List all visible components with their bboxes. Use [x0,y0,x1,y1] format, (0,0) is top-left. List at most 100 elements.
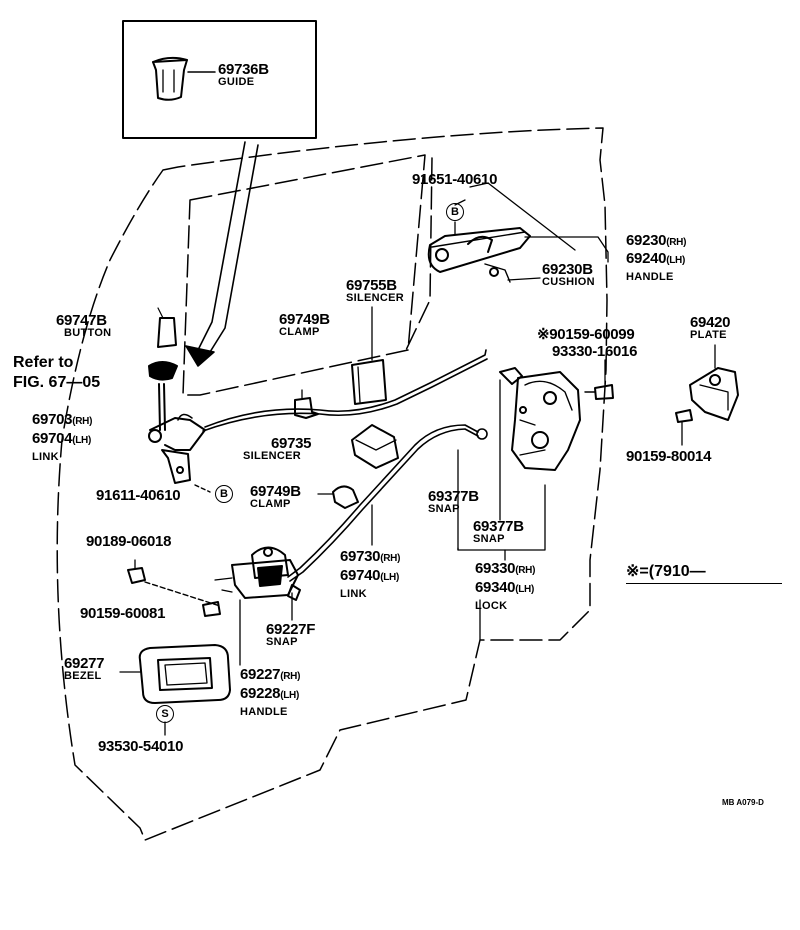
refer-label: Refer to FIG. 67—05 [13,353,100,393]
lock-rh-number: 69330 [475,560,516,577]
screw-s-mark: S [156,705,174,723]
link-long-label: 69730(RH) 69740(LH) LINK [340,548,400,603]
striker-plate-icon [675,344,739,446]
silencer-a-label: 69755B SILENCER [346,278,404,304]
lock-name: LOCK [475,600,508,612]
clamp-a-name: CLAMP [279,326,320,338]
inside-handle-lh-tag: (LH) [280,690,300,701]
snap-b-label: 69377B SNAP [473,519,524,545]
diagram-code: MB A079-D [722,798,764,807]
snap-b-name: SNAP [473,533,505,545]
inset-arrow [185,141,259,367]
refer-line-1: Refer to [13,354,74,371]
snap-f-name: SNAP [266,636,298,648]
inside-handle-icon [231,546,301,666]
inside-handle-label: 69227(RH) 69228(LH) HANDLE [240,666,300,721]
refer-line-2: FIG. 67—05 [13,374,101,391]
inside-handle-name: HANDLE [240,706,288,718]
bezel-label: 69277 BEZEL [64,655,105,682]
bezel-name: BEZEL [64,670,102,682]
lock-label: 69330(RH) 69340(LH) LOCK [475,560,535,615]
silencer-b-label: 69735 SILENCER [243,435,312,462]
snap-f-number: 69227F [266,621,316,638]
link-long-rh-number: 69730 [340,548,381,565]
bezel-icon [119,644,231,704]
handle-screw-number: 90159-60081 [80,605,166,622]
cushion-label: 69230B CUSHION [542,262,595,288]
plate-screw-number: 90159-80014 [626,448,712,465]
silencer-b-name: SILENCER [243,450,302,462]
lower-silencer-icon [351,424,399,469]
snap-a-name: SNAP [428,503,460,515]
outside-handle-label: 69230(RH) 69240(LH) HANDLE [626,233,686,285]
inside-handle-rh-tag: (RH) [280,671,301,682]
guide-clip-icon [152,56,216,101]
link-rod-lh-number: 69704 [32,430,73,447]
bolt-b-mark: B [215,485,233,503]
link-rod-name: LINK [32,451,59,463]
link-rod-lh-tag: (LH) [72,435,92,446]
bolt-b-number: 91611-40610 [96,487,181,504]
clamp-a-label: 69749B CLAMP [279,312,330,338]
clamp-b-name: CLAMP [250,498,291,510]
outside-handle-lh-number: 69240 [626,250,667,267]
plate-label: 69420 PLATE [690,314,731,341]
bezel-number: 69277 [64,655,105,672]
lower-clamp-icon [317,485,359,509]
plate-number: 69420 [690,314,731,331]
lock-rod-link [148,383,211,493]
link-long-name: LINK [340,588,367,600]
door-lock-icon [499,367,581,471]
upper-clamp-icon [294,389,319,419]
guide-inset-box [122,20,317,139]
door-outline [56,127,608,841]
link-long-lh-tag: (LH) [380,572,400,583]
lock-button-icon [148,307,178,381]
clip-nut-number: 90189-06018 [86,533,172,550]
plate-name: PLATE [690,329,727,341]
button-label: 69747B BUTTON [56,313,111,339]
button-part-number: 69747B [56,312,107,329]
upper-silencer-icon [351,359,387,405]
lock-screw-number: ※90159-60099 [537,326,635,343]
screw-top-number: 91651-40610 [412,171,498,188]
clamp-b-label: 69749B CLAMP [250,484,301,510]
outside-handle-name: HANDLE [626,271,674,283]
snap-a-label: 69377B SNAP [428,489,479,515]
clamp-a-number: 69749B [279,311,330,328]
snap-f-label: 69227F SNAP [266,622,315,648]
link-rod-label: 69703(RH) 69704(LH) LINK [32,411,92,466]
screw-top-mark: B [446,203,464,221]
inside-handle-rh-number: 69227 [240,666,281,683]
long-link-rod [287,424,488,582]
lock-screw-2-number: 93330-16016 [552,343,638,360]
snap-a-number: 69377B [428,488,479,505]
link-long-lh-number: 69740 [340,567,381,584]
link-rod-rh-tag: (RH) [72,416,93,427]
guide-part-name: GUIDE [218,76,255,88]
outside-handle-rh-number: 69230 [626,232,667,249]
silencer-b-number: 69735 [271,435,312,452]
silencer-a-number: 69755B [346,277,397,294]
link-rod-rh-number: 69703 [32,411,73,428]
lock-rh-tag: (RH) [515,565,536,576]
link-long-rh-tag: (RH) [380,553,401,564]
button-part-name: BUTTON [64,327,112,339]
guide-part-number: 69736B [218,61,269,78]
silencer-a-name: SILENCER [346,292,405,304]
inside-handle-lh-number: 69228 [240,685,281,702]
snap-b-number: 69377B [473,518,524,535]
lock-leader-lines [457,379,546,561]
screw-s-number: 93530-54010 [98,738,184,755]
lock-lh-tag: (LH) [515,584,535,595]
guide-label: 69736B GUIDE [218,62,269,88]
legend-note: ※=(7910— [626,561,782,584]
lock-lh-number: 69340 [475,579,516,596]
lock-screw-icon [584,384,614,400]
clamp-b-number: 69749B [250,483,301,500]
cushion-name: CUSHION [542,276,595,288]
outside-handle-icon [427,221,531,283]
outside-handle-lh-tag: (LH) [666,255,686,266]
handle-screw-icons [127,559,233,617]
